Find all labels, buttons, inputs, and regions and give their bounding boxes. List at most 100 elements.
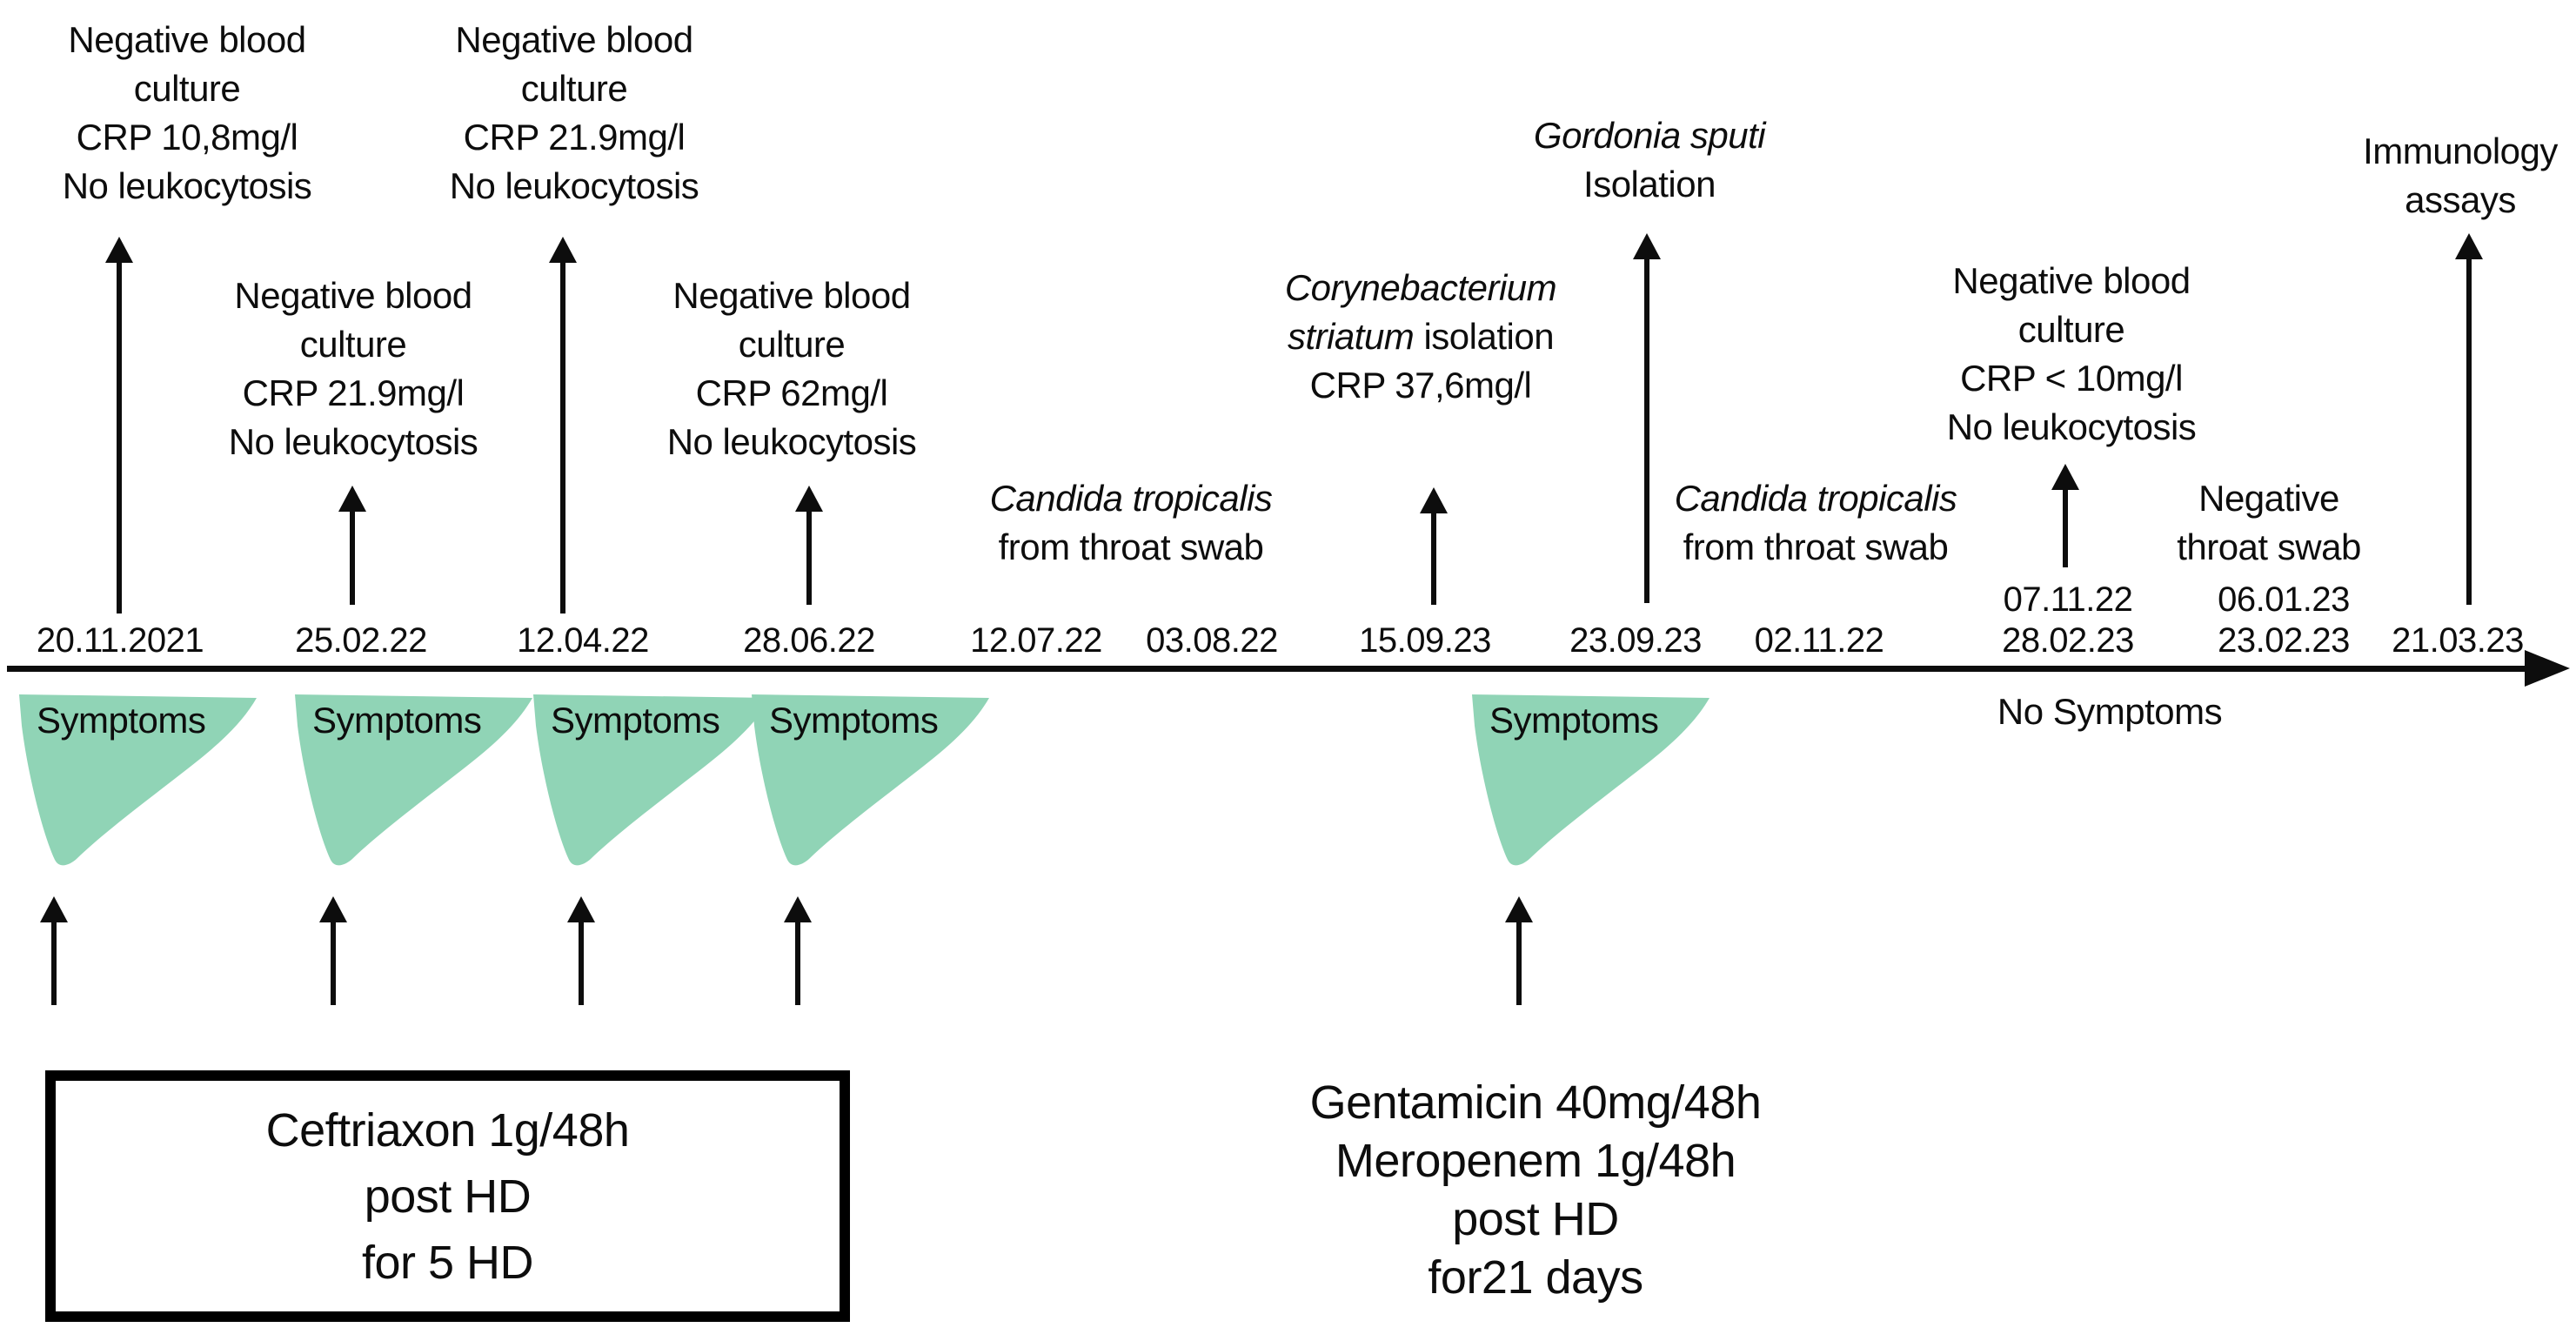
date-text: 12.07.22	[970, 621, 1102, 660]
negative-blood-culture-2-line: No leukocytosis	[229, 418, 478, 466]
symptom-wave-shape	[533, 694, 771, 866]
timeline-date: 12.04.22	[517, 620, 649, 661]
date-text: 23.09.23	[1569, 621, 1702, 660]
arrow-shaft	[331, 919, 336, 1005]
arrow-shaft	[117, 259, 122, 614]
arrow-shaft	[795, 919, 800, 1005]
candida-tropicalis-1-line: Candida tropicalis	[990, 474, 1273, 523]
symptom-curve: Symptoms	[530, 689, 773, 870]
text-segment: throat swab	[2177, 526, 2361, 567]
negative-blood-culture-5-line: No leukocytosis	[1947, 403, 2197, 452]
text-segment: from throat swab	[998, 526, 1264, 567]
up-arrowhead-icon	[2051, 464, 2079, 490]
negative-blood-culture-4-line: No leukocytosis	[667, 418, 917, 466]
negative-blood-culture-3-line: No leukocytosis	[450, 162, 699, 211]
negative-blood-culture-1-line: Negative blood	[63, 16, 312, 64]
arrow-shaft	[560, 259, 565, 614]
symptom-label: Symptoms	[1489, 700, 1659, 741]
negative-blood-culture-3-line: Negative blood	[450, 16, 699, 64]
negative-blood-culture-4-line: CRP 62mg/l	[667, 369, 917, 418]
date-text: 28.02.23	[2002, 621, 2134, 660]
negative-blood-culture-5-line: Negative blood	[1947, 257, 2197, 305]
date-text: 15.09.23	[1359, 621, 1491, 660]
symptom-label: Symptoms	[312, 700, 482, 741]
date-text: 02.11.22	[1754, 621, 1884, 660]
symptom-wave-shape	[752, 694, 989, 866]
text-segment: from throat swab	[1683, 526, 1949, 567]
text-segment: Candida tropicalis	[1674, 478, 1957, 519]
symptom-curve: Symptoms	[16, 689, 259, 870]
negative-blood-culture-3-line: CRP 21.9mg/l	[450, 113, 699, 162]
timeline-date: 21.03.23	[2392, 620, 2524, 661]
text-segment: culture	[133, 68, 241, 109]
date-text: 06.01.23	[2218, 580, 2350, 619]
date-text: 25.02.22	[295, 621, 427, 660]
timeline-date: 15.09.23	[1359, 620, 1491, 661]
text-segment: Negative	[2198, 478, 2339, 519]
arrow-shaft	[1516, 919, 1522, 1005]
negative-blood-culture-5-line: CRP < 10mg/l	[1947, 354, 2197, 403]
arrow-shaft	[2063, 486, 2068, 567]
negative-blood-culture-2-line: Negative blood	[229, 272, 478, 320]
timeline-date: 28.06.22	[743, 620, 875, 661]
up-arrowhead-icon	[319, 896, 347, 922]
negative-blood-culture-1-line: No leukocytosis	[63, 162, 312, 211]
treatment-box-line: for 5 HD	[361, 1236, 534, 1289]
arrow-shaft	[350, 508, 355, 605]
symptom-wave-shape	[19, 694, 257, 866]
negative-blood-culture-2-line: culture	[229, 320, 478, 369]
treatment-text-line: Meropenem 1g/48h	[1335, 1135, 1736, 1187]
symptom-wave-shape	[1472, 694, 1710, 866]
negative-blood-culture-4-line: culture	[667, 320, 917, 369]
arrow-shaft	[579, 919, 584, 1005]
corynebacterium-striatum-line: Corynebacterium	[1284, 264, 1557, 312]
no-symptoms-label: No Symptoms	[1997, 691, 2223, 732]
negative-throat-swab-line: throat swab	[2177, 523, 2361, 572]
negative-blood-culture-5-line: culture	[1947, 305, 2197, 354]
text-segment: No leukocytosis	[228, 421, 478, 462]
text-segment: CRP 37,6mg/l	[1309, 365, 1532, 406]
candida-tropicalis-1-line: from throat swab	[990, 523, 1273, 572]
text-segment: No leukocytosis	[1946, 406, 2197, 447]
negative-blood-culture-4-line: Negative blood	[667, 272, 917, 320]
timeline-date: 20.11.2021	[37, 620, 204, 661]
text-segment: culture	[299, 324, 407, 365]
symptom-curve: Symptoms	[748, 689, 992, 870]
arrow-shaft	[2466, 256, 2472, 605]
up-arrowhead-icon	[567, 896, 595, 922]
candida-tropicalis-2-line: from throat swab	[1675, 523, 1957, 572]
arrow-shaft	[806, 508, 812, 605]
candida-tropicalis-2: Candida tropicalis from throat swab	[1675, 474, 1957, 572]
treatment-box-line: post HD	[364, 1170, 532, 1223]
up-arrowhead-icon	[784, 896, 812, 922]
up-arrowhead-icon	[338, 486, 366, 512]
symptom-label: Symptoms	[551, 700, 720, 741]
date-text: 07.11.22	[2003, 580, 2133, 619]
negative-throat-swab-line: Negative	[2177, 474, 2361, 523]
text-segment: CRP 10,8mg/l	[76, 117, 298, 158]
timeline-axis	[7, 666, 2528, 672]
symptom-curve: Symptoms	[291, 689, 535, 870]
text-segment: CRP 21.9mg/l	[463, 117, 686, 158]
date-text: 20.11.2021	[36, 621, 204, 660]
text-segment: Corynebacterium	[1284, 267, 1557, 308]
text-segment: isolation	[1414, 316, 1555, 357]
text-segment: Gordonia sputi	[1533, 115, 1766, 156]
up-arrowhead-icon	[2455, 233, 2483, 259]
treatment-text-line: Gentamicin 40mg/48h	[1309, 1076, 1762, 1129]
ceftriaxon-treatment-box: Ceftriaxon 1g/48h post HD for 5 HD	[45, 1070, 850, 1322]
timeline-axis-arrowhead-icon	[2525, 650, 2570, 687]
gordonia-sputi-line: Gordonia sputi	[1533, 111, 1766, 160]
timeline-date: 23.09.23	[1569, 620, 1702, 661]
text-segment: Immunology	[2363, 131, 2558, 171]
text-segment: Negative blood	[1952, 260, 2191, 301]
up-arrowhead-icon	[40, 896, 68, 922]
text-segment: Negative blood	[672, 275, 911, 316]
timeline-date: 03.08.22	[1146, 620, 1278, 661]
up-arrowhead-icon	[105, 237, 133, 263]
text-segment: Candida tropicalis	[989, 478, 1273, 519]
